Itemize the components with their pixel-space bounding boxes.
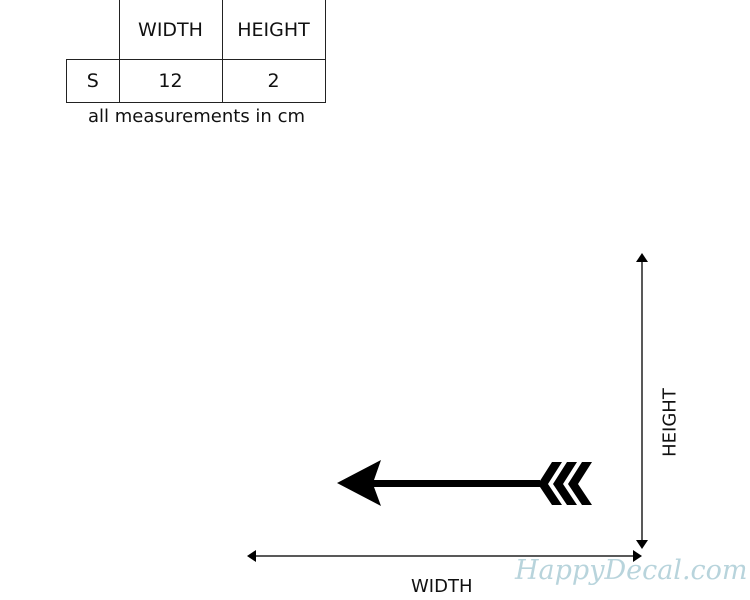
header-width: WIDTH [118,0,223,60]
width-dimension-line [247,550,642,562]
header-height: HEIGHT [221,0,326,60]
watermark: HappyDecal.com [515,555,748,586]
height-cell: 2 [221,59,326,103]
units-caption: all measurements in cm [88,106,305,127]
table-row: S 12 2 [66,59,326,103]
width-cell: 12 [118,59,223,103]
width-label: WIDTH [411,576,473,597]
height-label: HEIGHT [659,388,681,457]
size-table: WIDTH HEIGHT S 12 2 [66,0,326,103]
arrow-decal-icon [337,460,592,506]
height-dimension-line [636,253,648,549]
